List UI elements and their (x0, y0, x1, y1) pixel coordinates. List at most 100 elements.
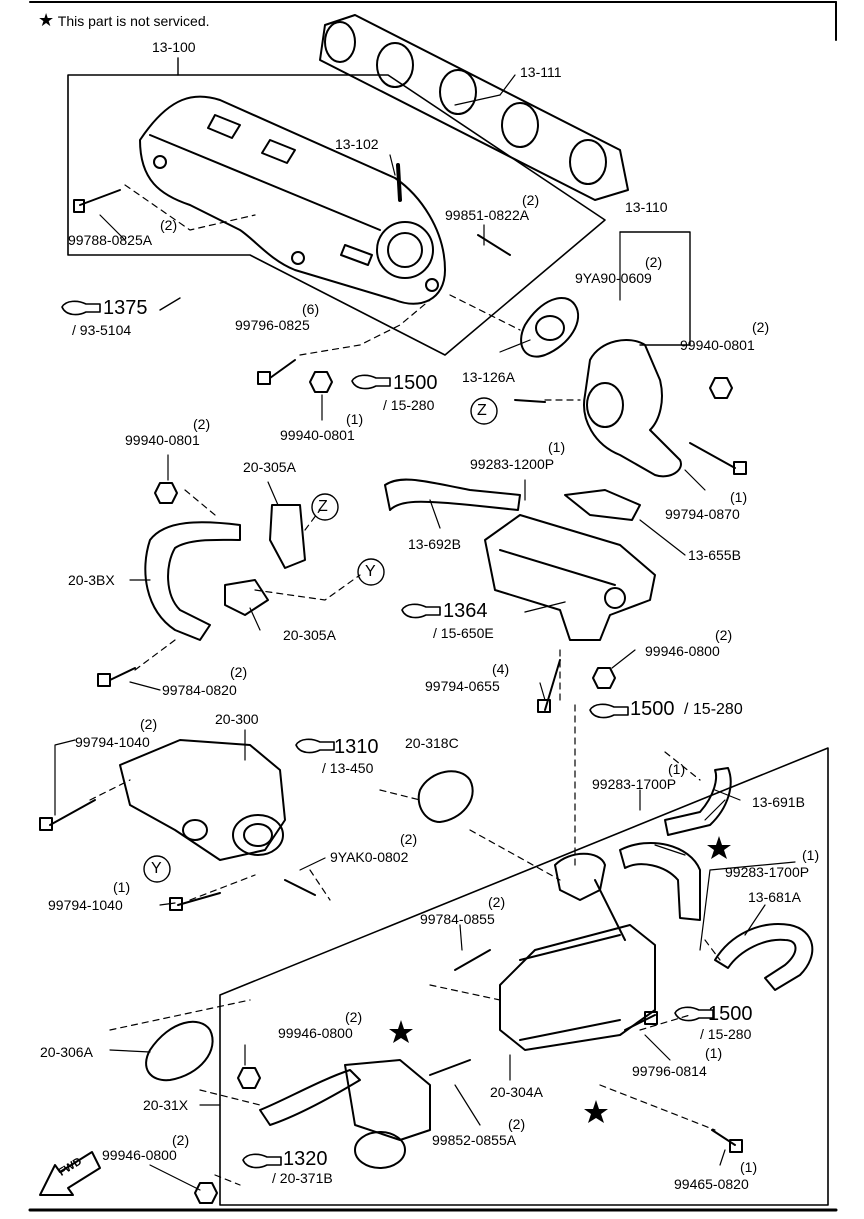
part-label-13-111: 13-111 (520, 64, 562, 80)
part-label-20-318c: 20-318C (405, 735, 459, 751)
gasket-20-305a-upper-shape (269, 504, 306, 569)
part-label-20-306a: 20-306A (40, 1044, 93, 1060)
part-label-20-305a-bottom: 20-305A (283, 627, 336, 643)
part-label-20-305a-top: 20-305A (243, 459, 296, 475)
part-label-99946-b: 99946-0800 (278, 1025, 353, 1041)
part-label-99283-1700-a: 99283-1700P (592, 776, 677, 792)
egr-valve-20-31x-shape (259, 1059, 431, 1169)
part-label-99784-0820: 99784-0820 (162, 682, 237, 698)
quantity-99794-0870: (1) (730, 489, 748, 505)
star-icon: ★ (38, 10, 55, 30)
star-icon (389, 1020, 413, 1043)
part-label-99794-0870: 99794-0870 (665, 506, 740, 522)
quantity-99784-0820: (2) (230, 664, 248, 680)
reference-1500-c-sub: / 15-280 (700, 1026, 752, 1042)
hose-13-692b-shape (384, 478, 521, 511)
quantity-99940-b: (1) (346, 411, 364, 427)
quantity-99946-c: (2) (172, 1132, 190, 1148)
part-label-20-31x: 20-31X (143, 1097, 189, 1113)
fwd-arrow-icon (39, 1151, 101, 1196)
egr-pipe-20-3bx-shape (144, 521, 241, 641)
reference-1500-a[interactable]: 1500 (393, 372, 438, 394)
quantity-99794-1040-b: (1) (113, 879, 131, 895)
reference-hand-icons (61, 300, 714, 1169)
callout-circle-z2 (311, 493, 339, 521)
part-label-13-692b: 13-692B (408, 536, 461, 552)
star-icon (707, 836, 731, 859)
reference-1320-sub: / 20-371B (272, 1170, 333, 1186)
quantity-99283-1700-b: (1) (802, 847, 820, 863)
part-label-99852: 99852-0855A (432, 1132, 517, 1148)
nut-shapes (154, 371, 733, 1204)
part-label-13-681a: 13-681A (748, 889, 801, 905)
reference-1500-b-sub: / 15-280 (684, 701, 743, 718)
reference-1310[interactable]: 1310 (334, 736, 379, 758)
callout-y-1: Y (365, 563, 376, 580)
dashed-leaders (89, 184, 721, 1186)
quantity-99946-a: (2) (715, 627, 733, 643)
part-label-99794-1040-a: 99794-1040 (75, 734, 150, 750)
part-label-99784-0855: 99784-0855 (420, 911, 495, 927)
part-label-99788: 99788-0825A (68, 232, 153, 248)
part-label-13-655b: 13-655B (688, 547, 741, 563)
quantity-9yak0: (2) (400, 831, 418, 847)
egr-pipe-13-110-shape (583, 339, 682, 478)
gasket-13-126a-shape (520, 296, 580, 358)
part-label-20-304a: 20-304A (490, 1084, 543, 1100)
manifold-gasket-shape (319, 14, 629, 201)
callout-z-2: Z (318, 498, 328, 515)
group-box-13-100 (67, 74, 606, 356)
not-serviced-note: ★ This part is not serviced. (38, 10, 210, 30)
hose-13-691b-shape (664, 767, 732, 836)
part-label-99796-0825: 99796-0825 (235, 317, 310, 333)
reference-arrows (159, 297, 566, 613)
quantity-9ya90: (2) (645, 254, 663, 270)
quantity-99788: (2) (160, 217, 178, 233)
reference-1375-sub: / 93-5104 (72, 322, 132, 338)
throttle-body-20-300-shape (119, 739, 286, 861)
part-label-99946-a: 99946-0800 (645, 643, 720, 659)
reference-1364[interactable]: 1364 (443, 600, 488, 622)
reference-1375[interactable]: 1375 (103, 297, 148, 319)
group-box-lower (219, 747, 829, 1206)
part-label-99283-1700-b: 99283-1700P (725, 864, 810, 880)
heat-shield-shape (619, 842, 701, 921)
gasket-13-655b-shape (564, 489, 641, 521)
part-label-20-300: 20-300 (215, 711, 259, 727)
intake-manifold-shape (139, 95, 446, 305)
reference-1500-b[interactable]: 1500 (630, 698, 675, 720)
part-label-20-3bx: 20-3BX (68, 572, 115, 588)
reference-1364-sub: / 15-650E (433, 625, 494, 641)
part-label-99465: 99465-0820 (674, 1176, 749, 1192)
reference-1310-sub: / 13-450 (322, 760, 374, 776)
part-label-13-100: 13-100 (152, 39, 196, 55)
part-label-9ya90: 9YA90-0609 (575, 270, 652, 286)
part-label-99940-a: 99940-0801 (680, 337, 755, 353)
egr-valve-shape (484, 514, 656, 641)
reference-1320[interactable]: 1320 (283, 1148, 328, 1170)
reference-1500-a-sub: / 15-280 (383, 397, 435, 413)
part-label-9yak0: 9YAK0-0802 (330, 849, 409, 865)
quantity-99794-0655: (4) (492, 661, 510, 677)
part-label-99940-b: 99940-0801 (280, 427, 355, 443)
solid-leaders (54, 74, 796, 1191)
quantity-99794-1040-a: (2) (140, 716, 158, 732)
part-label-99946-c: 99946-0800 (102, 1147, 177, 1163)
quantity-99940-c: (2) (193, 416, 211, 432)
star-icon (584, 1100, 608, 1123)
hose-13-681a-shape (714, 923, 814, 991)
quantity-99852: (2) (508, 1116, 526, 1132)
note-text: This part is not serviced. (57, 13, 210, 29)
part-label-99794-0655: 99794-0655 (425, 678, 500, 694)
quantity-99940-a: (2) (752, 319, 770, 335)
part-label-13-126a: 13-126A (462, 369, 515, 385)
callout-z-1: Z (477, 402, 487, 419)
part-label-99794-1040-b: 99794-1040 (48, 897, 123, 913)
quantity-99851: (2) (522, 192, 540, 208)
gasket-20-306a-shape (145, 1020, 214, 1082)
part-label-99283-1200: 99283-1200P (470, 456, 555, 472)
star-markers (389, 836, 731, 1123)
part-label-99940-c: 99940-0801 (125, 432, 200, 448)
reference-1500-c[interactable]: 1500 (708, 1003, 753, 1025)
